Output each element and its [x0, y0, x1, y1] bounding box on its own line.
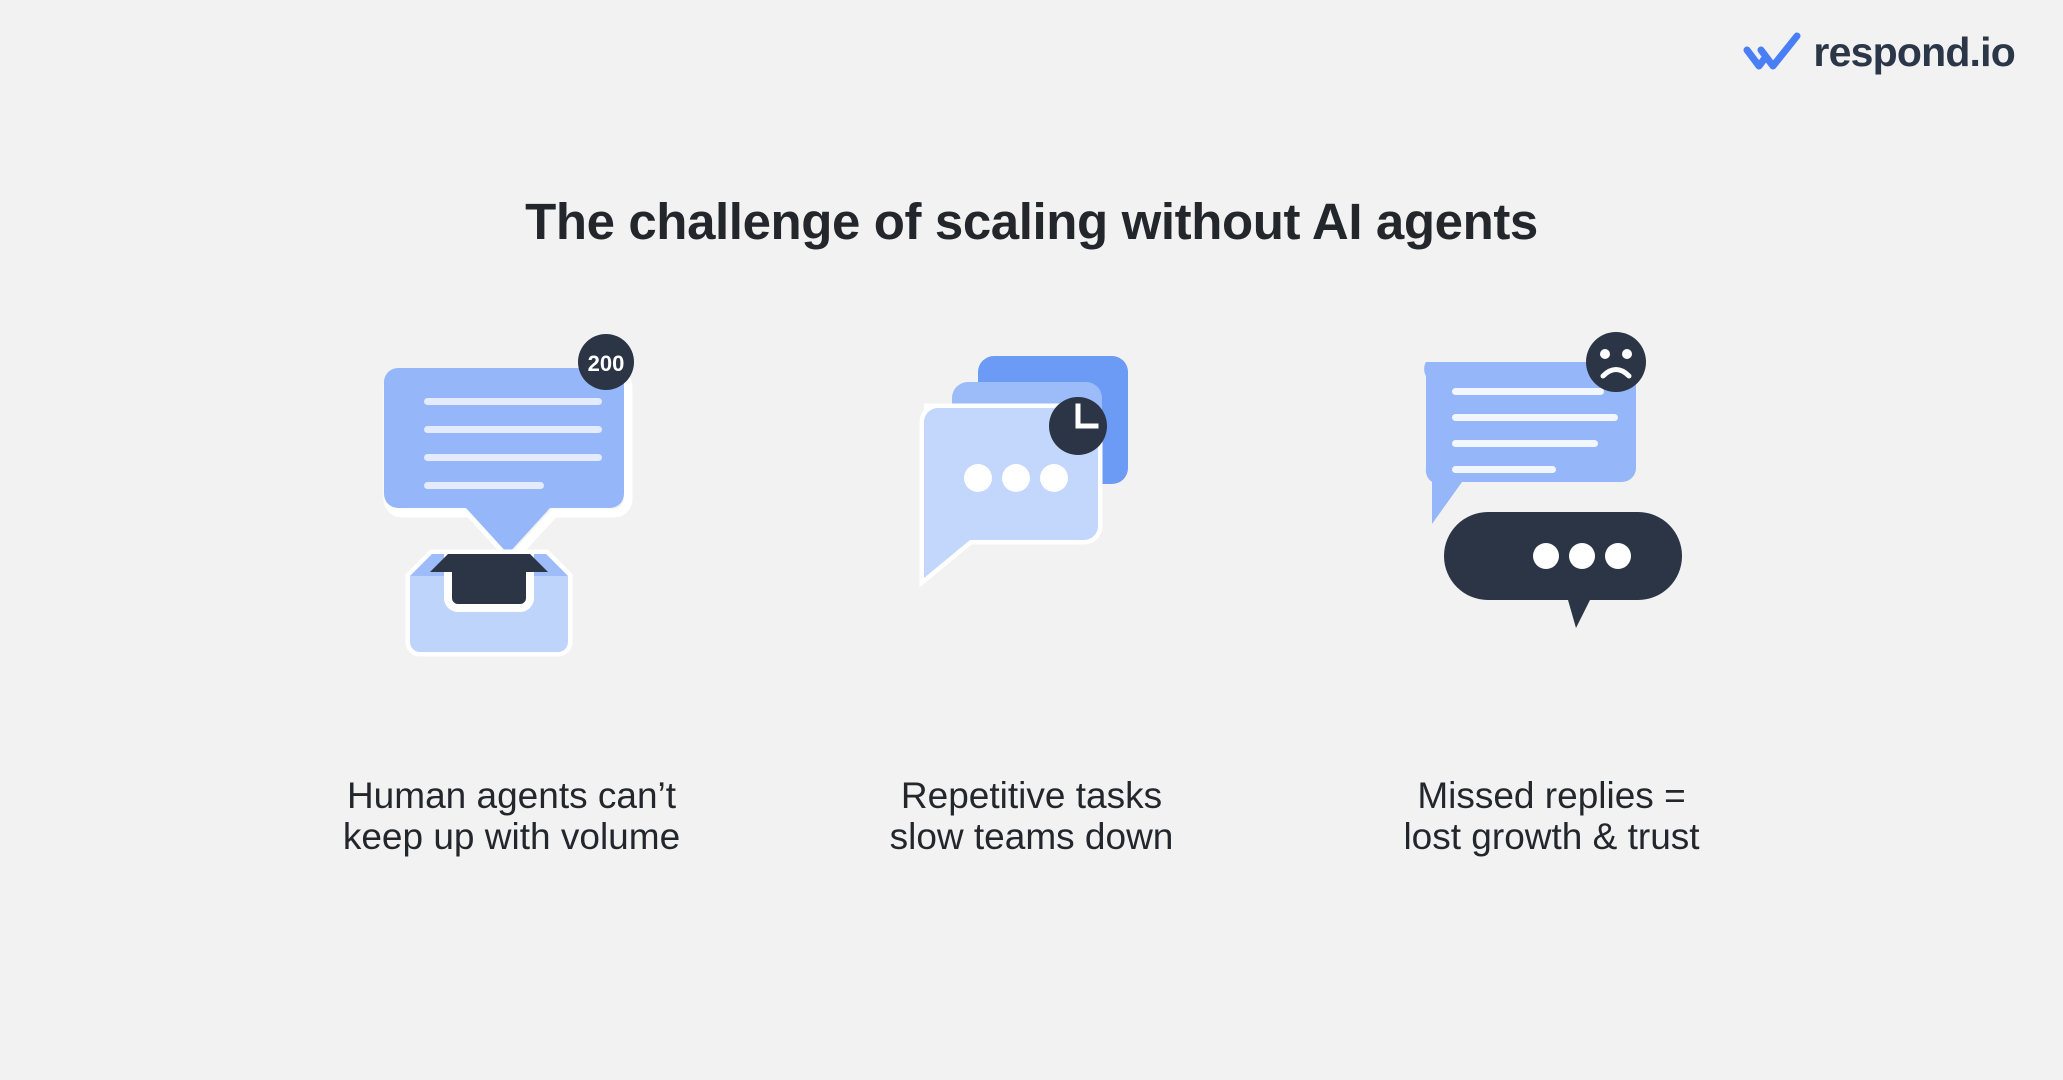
illustration-stacked-chat-bubbles — [772, 340, 1292, 660]
incoming-bubble-text-lines — [1451, 388, 1618, 473]
count-badge: 200 — [577, 334, 634, 390]
illustration-blue-bubble-with-dark-reply-bubble — [1292, 332, 1812, 660]
reply-bubble — [1443, 512, 1682, 628]
double-check-icon — [1743, 32, 1801, 70]
brand-logo-text: respond.io — [1813, 28, 2015, 75]
reply-typing-dots — [1532, 543, 1631, 569]
feature-columns: 200 Human agents can’t keep up with volu… — [0, 332, 2063, 858]
illustration-speech-bubble-with-inbox-tray: 200 — [252, 334, 772, 660]
column-repetitive: Repetitive tasks slow teams down — [772, 340, 1292, 858]
typing-dots — [963, 464, 1068, 492]
bubble-text-lines — [423, 398, 602, 489]
stacked-bubble-front — [923, 408, 1098, 578]
count-badge-value: 200 — [587, 351, 624, 376]
brand-logo: respond.io — [1743, 28, 2016, 75]
sad-face-badge — [1585, 332, 1646, 392]
column-volume: 200 Human agents can’t keep up with volu… — [252, 334, 772, 858]
clock-badge — [1048, 397, 1107, 455]
caption-repetitive: Repetitive tasks slow teams down — [889, 775, 1174, 858]
inbox-tray — [405, 549, 572, 657]
page-title: The challenge of scaling without AI agen… — [525, 193, 1538, 250]
column-missed: Missed replies = lost growth & trust — [1292, 332, 1812, 858]
caption-volume: Human agents can’t keep up with volume — [342, 775, 681, 858]
caption-missed: Missed replies = lost growth & trust — [1403, 775, 1700, 858]
